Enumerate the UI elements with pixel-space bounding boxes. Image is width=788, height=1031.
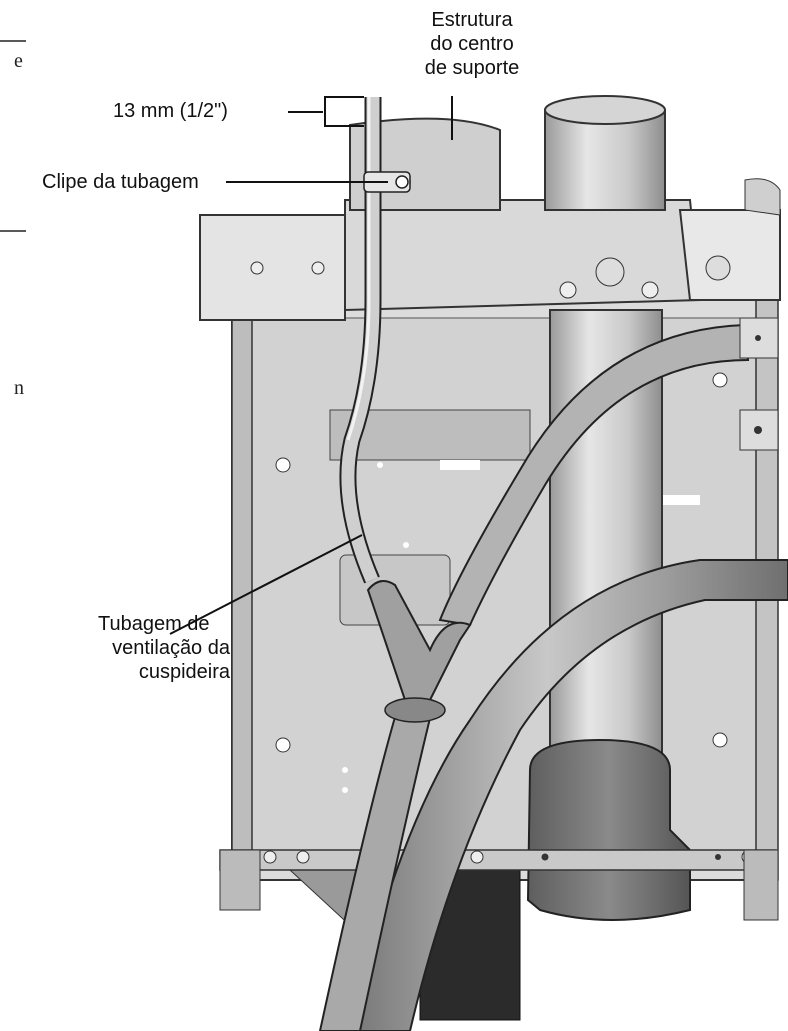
label-vent-line2: ventilação da <box>112 637 230 659</box>
label-estrutura: Estrutura do centro de suporte <box>412 8 532 80</box>
leader-vent <box>169 534 363 635</box>
dimension-bracket <box>324 96 364 127</box>
label-clip: Clipe da tubagem <box>42 171 199 193</box>
margin-fragment-n: n <box>14 377 24 399</box>
margin-fragment-e: e <box>14 50 23 72</box>
label-estrutura-line3: de suporte <box>424 57 520 79</box>
label-vent-line1: Tubagem de <box>98 613 210 635</box>
label-estrutura-line1: Estrutura <box>431 9 513 31</box>
label-vent-line3: cuspideira <box>138 661 230 683</box>
corrugated-hose <box>318 317 779 1031</box>
callouts <box>169 96 453 635</box>
vent-tubing <box>339 97 382 584</box>
y-connector <box>366 580 472 723</box>
label-vent: Tubagem de ventilação da cuspideira <box>98 612 230 684</box>
label-tubing-size: 13 mm (1/2") <box>113 100 228 122</box>
label-estrutura-line2: do centro <box>430 33 514 55</box>
large-hose <box>348 559 788 1031</box>
top-bracket <box>199 117 781 321</box>
